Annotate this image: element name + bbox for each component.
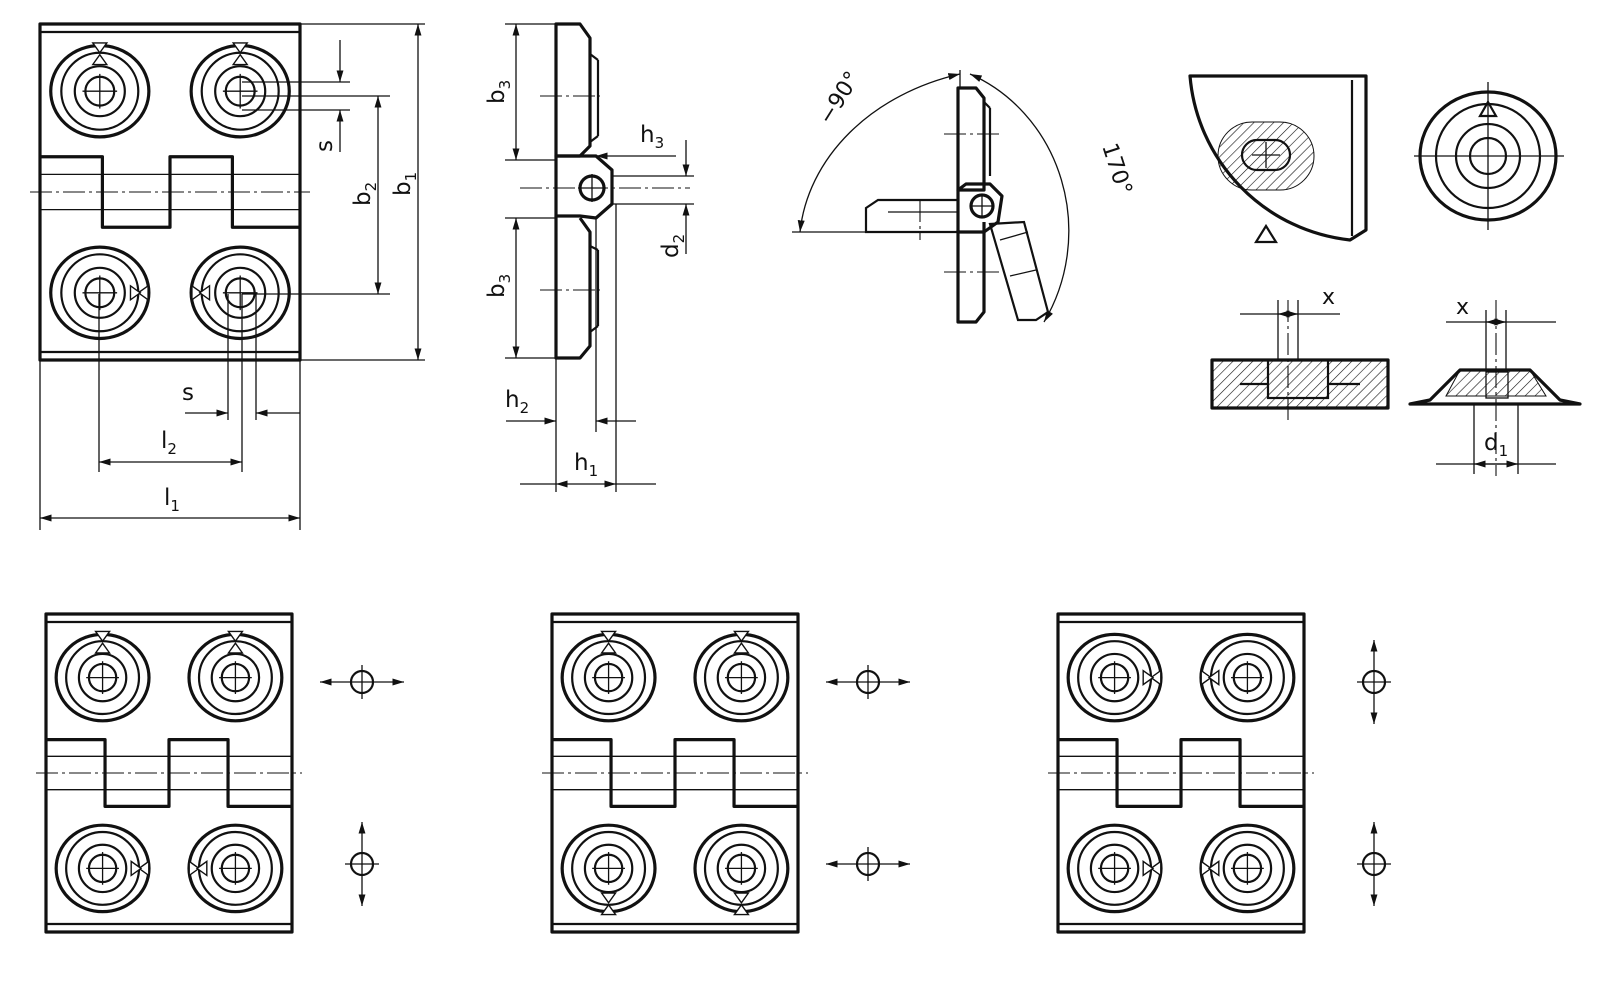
adjust-mark-icon xyxy=(91,42,109,54)
label-b1: b1 xyxy=(390,172,420,196)
label-angle-back: −90° xyxy=(814,67,866,129)
label-angle-open: 170° xyxy=(1096,140,1136,198)
label-x-left: x xyxy=(1322,285,1335,310)
adjust-mark-icon xyxy=(188,860,201,877)
adjust-mark-icon xyxy=(129,284,142,302)
label-x-right: x xyxy=(1456,295,1469,320)
label-d2: d2 xyxy=(658,234,688,258)
section-right xyxy=(1408,300,1582,476)
adjustment-direction-symbols xyxy=(320,640,1391,906)
adjust-mark-icon xyxy=(600,641,617,654)
label-h1: h1 xyxy=(574,450,598,480)
adjust-mark-icon xyxy=(733,641,750,654)
adjust-mark-icon xyxy=(91,53,109,66)
label-l1: l1 xyxy=(164,485,180,515)
label-l2: l2 xyxy=(161,428,177,458)
hole-outer-ring xyxy=(189,245,291,341)
label-h3: h3 xyxy=(640,122,664,152)
label-d1: d1 xyxy=(1484,430,1508,460)
adjust-mark-icon xyxy=(733,630,750,643)
adjust-mark-icon xyxy=(137,860,150,877)
adjust-mark-icon xyxy=(1142,669,1155,686)
hole-washer-ring xyxy=(716,652,767,703)
adjust-mark-icon xyxy=(231,53,249,66)
hole-washer-ring xyxy=(716,843,767,894)
adjust-mark-icon xyxy=(600,892,617,905)
adjust-mark-icon xyxy=(94,630,111,643)
hole-washer-ring xyxy=(77,843,128,894)
hole-washer-ring xyxy=(77,652,128,703)
hole-washer-ring xyxy=(210,652,261,703)
adjust-mark-icon xyxy=(231,42,249,54)
hole-washer-ring xyxy=(214,266,267,319)
label-s-bottom: s xyxy=(182,380,194,406)
hole-washer-ring xyxy=(73,65,126,118)
adjust-mark-icon xyxy=(1200,860,1213,877)
hole-washer-ring xyxy=(210,843,261,894)
adjust-mark-icon xyxy=(1200,669,1213,686)
adjust-mark-icon xyxy=(733,892,750,905)
hole-washer-ring xyxy=(1089,843,1140,894)
hole-washer-ring xyxy=(214,65,267,118)
hole-washer-ring xyxy=(583,652,634,703)
adjust-mark-icon xyxy=(1142,860,1155,877)
adjust-mark-icon xyxy=(1207,669,1220,686)
adjust-mark-icon xyxy=(1149,669,1162,686)
adjust-mark-icon xyxy=(1149,860,1162,877)
adjust-mark-icon xyxy=(1207,860,1220,877)
hole-washer-ring xyxy=(73,266,126,319)
section-left xyxy=(1210,300,1390,420)
adjust-mark-icon xyxy=(191,284,203,302)
label-s-right: s xyxy=(312,140,338,152)
adjust-mark-icon xyxy=(600,630,617,643)
adjust-mark-icon xyxy=(227,641,244,654)
adjust-mark-icon xyxy=(198,284,211,302)
rotation-view xyxy=(792,70,1070,324)
hole-outer-ring xyxy=(49,245,151,341)
adjust-mark-icon xyxy=(137,284,149,302)
side-view xyxy=(505,22,694,492)
label-h2: h2 xyxy=(505,387,529,417)
variant-adjust-horizontal-both xyxy=(542,612,808,934)
hole-washer-ring xyxy=(583,843,634,894)
detail-round-view xyxy=(1414,82,1564,230)
hole-washer-ring xyxy=(1089,652,1140,703)
label-b2: b2 xyxy=(350,182,380,206)
adjust-mark-icon xyxy=(733,903,750,916)
adjust-mark-icon xyxy=(227,630,244,643)
adjust-mark-icon xyxy=(195,860,208,877)
label-b3-bottom: b3 xyxy=(484,274,514,298)
front-view-dimensions xyxy=(39,23,425,530)
adjust-mark-icon xyxy=(94,641,111,654)
detail-slot-view xyxy=(1188,74,1368,244)
adjust-mark-icon xyxy=(600,903,617,916)
variant-adjust-horizontal-top xyxy=(36,612,302,934)
variant-adjust-vertical xyxy=(1048,612,1314,934)
hole-washer-ring xyxy=(1222,843,1273,894)
front-view xyxy=(30,22,310,362)
adjust-mark-icon xyxy=(130,860,143,877)
label-b3-top: b3 xyxy=(484,80,514,104)
hole-washer-ring xyxy=(1222,652,1273,703)
